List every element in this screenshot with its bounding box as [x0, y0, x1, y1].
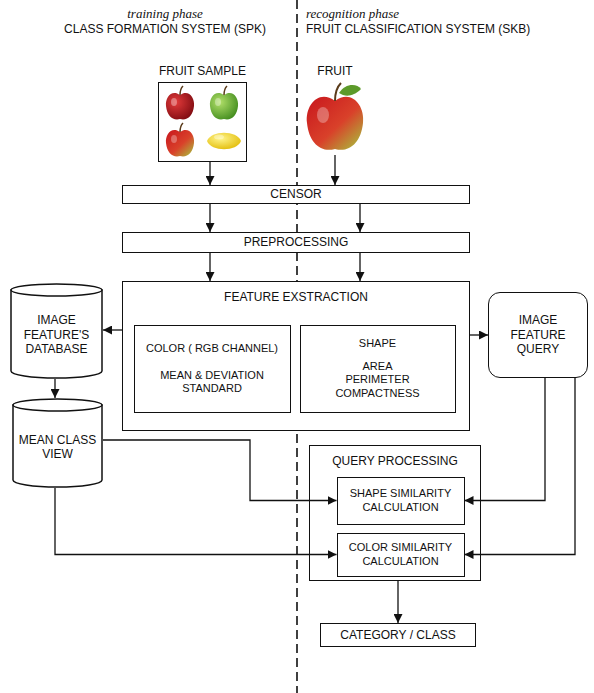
system-label: FRUIT CLASSIFICATION SYSTEM (SKB) — [306, 22, 586, 36]
database-cylinder: MEAN CLASS VIEW — [12, 398, 103, 488]
red-apple — [166, 86, 194, 119]
feature-group: SHAPE AREA PERIMETER COMPACTNESS — [300, 325, 456, 413]
flow-arrow — [397, 581, 398, 623]
cylinder-top — [13, 399, 102, 411]
flow-arrow — [55, 488, 337, 555]
node-heading: PREPROCESSING — [244, 235, 349, 249]
node-body: AREA PERIMETER COMPACTNESS — [334, 360, 422, 400]
node-heading: SHAPE — [359, 337, 396, 350]
flow-arrow — [334, 155, 335, 185]
node-body: MEAN & DEVIATION STANDARD — [140, 369, 285, 395]
phase-label: recognition phase — [306, 6, 586, 22]
flow-arrow — [470, 334, 488, 335]
process-box: SHAPE SIMILARITY CALCULATION — [337, 477, 465, 525]
cylinder-body — [11, 290, 102, 378]
node-heading: IMAGE FEATURE QUERY — [494, 313, 582, 356]
feature-box: COLOR ( RGB CHANNEL) MEAN & DEVIATION STA… — [122, 281, 470, 431]
node-heading: CATEGORY / CLASS — [340, 628, 455, 642]
input-apple — [307, 83, 363, 150]
flow-arrow — [103, 440, 337, 501]
lemon — [207, 133, 241, 150]
sample-box: FRUIT SAMPLE — [158, 82, 247, 162]
node-heading: FRUIT — [317, 64, 352, 78]
node-heading: FEATURE EXSTRACTION — [123, 290, 469, 304]
cylinder-body — [13, 405, 102, 487]
flow-arrow — [359, 253, 360, 281]
flow-arrow — [209, 162, 210, 185]
flow-arrow — [465, 378, 576, 555]
flow-arrow — [359, 204, 360, 232]
query-box: IMAGE FEATURE QUERY — [488, 292, 588, 378]
cylinder-top — [11, 284, 102, 296]
process-group: SHAPE SIMILARITY CALCULATION COLOR SIMILA… — [309, 445, 481, 581]
node-heading: QUERY PROCESSING — [310, 454, 480, 468]
process-box: PREPROCESSING — [122, 232, 470, 253]
node-heading: MEAN CLASS VIEW — [16, 433, 99, 462]
flow-arrow — [54, 379, 55, 398]
flow-arrow — [465, 378, 546, 501]
process-box: CENSOR — [122, 185, 470, 204]
flow-arrow — [103, 329, 122, 330]
database-cylinder: IMAGE FEATURE'S DATABASE — [10, 283, 103, 379]
node-heading: CENSOR — [270, 187, 321, 201]
flow-arrow — [209, 204, 210, 232]
green-apple — [210, 86, 238, 119]
feature-group: COLOR ( RGB CHANNEL) MEAN & DEVIATION STA… — [134, 325, 291, 413]
phase-label: training phase — [30, 6, 300, 22]
output-box: CATEGORY / CLASS — [320, 623, 476, 647]
flow-arrow — [209, 253, 210, 281]
mixed-apple — [166, 123, 194, 156]
system-label: CLASS FORMATION SYSTEM (SPK) — [30, 22, 300, 36]
node-heading: FRUIT SAMPLE — [119, 64, 286, 78]
node-heading: COLOR SIMILARITY CALCULATION — [343, 541, 459, 567]
node-heading: SHAPE SIMILARITY CALCULATION — [343, 487, 459, 513]
input-fruit: FRUIT — [300, 62, 370, 155]
node-heading: IMAGE FEATURE'S DATABASE — [14, 313, 99, 356]
process-box: COLOR SIMILARITY CALCULATION — [337, 533, 465, 577]
node-heading: COLOR ( RGB CHANNEL) — [146, 342, 278, 355]
